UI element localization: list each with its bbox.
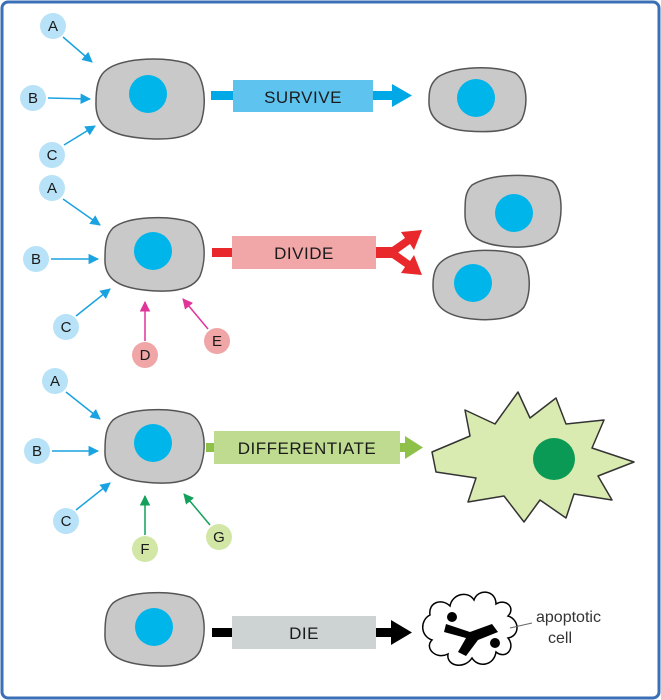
nuclear-fragment (490, 638, 500, 648)
signal-label: A (50, 373, 60, 390)
signal-c-survive: C (39, 142, 65, 168)
process-label-die: DIE (289, 624, 319, 643)
process-box (232, 616, 376, 649)
fragmented-nucleus (444, 624, 498, 656)
signal-label: B (32, 443, 42, 460)
signal-label: A (47, 180, 57, 197)
signal-arrow (62, 36, 93, 63)
signal-label: C (61, 319, 72, 336)
signal-arrow (75, 482, 111, 511)
nuclear-fragment (447, 612, 457, 622)
nucleus (495, 194, 533, 232)
nucleus (129, 75, 167, 113)
process-arrowhead (405, 436, 423, 459)
process-arrowhead (391, 620, 412, 645)
signal-g-differentiate: G (206, 524, 232, 550)
signal-e-divide: E (204, 328, 230, 354)
process-label-differentiate: DIFFERENTIATE (238, 439, 376, 458)
signal-arrow (65, 391, 101, 420)
process-arrow-fork-down (376, 251, 422, 275)
nucleus (457, 79, 495, 117)
nucleus (454, 264, 492, 302)
nucleus (134, 424, 172, 462)
process-arrow-shaft (376, 628, 392, 637)
signal-arrow (47, 93, 92, 105)
signal-arrow (182, 298, 209, 330)
apoptotic-label-line1: apoptotic (536, 609, 601, 626)
process-arrow-shaft (400, 443, 406, 452)
apoptotic-cell (422, 591, 518, 666)
process-box (214, 431, 400, 464)
signal-d-divide: D (132, 342, 158, 368)
process-arrow-tail (212, 248, 232, 257)
signal-label: E (212, 333, 222, 350)
divide-panel: A B C D E DIVIDE (23, 174, 562, 368)
process-arrow-tail (211, 91, 233, 100)
nucleus (134, 232, 172, 270)
apoptotic-label-line2: cell (548, 630, 572, 647)
signal-label: D (140, 347, 151, 364)
process-box (233, 80, 373, 112)
signal-label: C (61, 513, 72, 530)
differentiated-cell (431, 391, 635, 523)
signal-arrow (75, 288, 111, 317)
signal-arrow (183, 493, 211, 526)
signal-b-differentiate: B (24, 438, 50, 464)
process-label-survive: SURVIVE (264, 88, 342, 107)
callout-line (509, 622, 533, 629)
signal-label: B (31, 251, 41, 268)
signal-label: C (47, 147, 58, 164)
signal-c-divide: C (53, 314, 79, 340)
process-arrowhead (392, 84, 412, 107)
differentiate-panel: A B C F G DIFFERENTIAT (24, 368, 635, 562)
process-arrow-shaft (373, 91, 393, 100)
process-arrow-tail (212, 628, 232, 637)
signal-a-divide: A (39, 175, 65, 201)
signal-label: A (48, 18, 58, 35)
process-box (232, 236, 376, 269)
survive-panel: A B C SURVIVE (20, 13, 527, 168)
signal-a-differentiate: A (42, 368, 68, 394)
die-panel: DIE apoptotic cell (104, 591, 601, 667)
nucleus (135, 608, 173, 646)
differentiated-nucleus (533, 438, 575, 480)
signal-b-survive: B (20, 85, 46, 111)
signal-c-differentiate: C (53, 508, 79, 534)
signal-f-differentiate: F (132, 536, 158, 562)
signal-label: G (213, 529, 225, 546)
signal-a-survive: A (40, 13, 66, 39)
process-arrow-tail (206, 443, 214, 452)
signal-label: B (28, 90, 38, 107)
signal-b-divide: B (23, 246, 49, 272)
signal-label: F (140, 541, 149, 558)
process-arrow-fork-up (376, 230, 422, 254)
process-label-divide: DIVIDE (274, 244, 334, 263)
signal-arrow (62, 198, 101, 226)
signal-arrow (63, 125, 96, 146)
